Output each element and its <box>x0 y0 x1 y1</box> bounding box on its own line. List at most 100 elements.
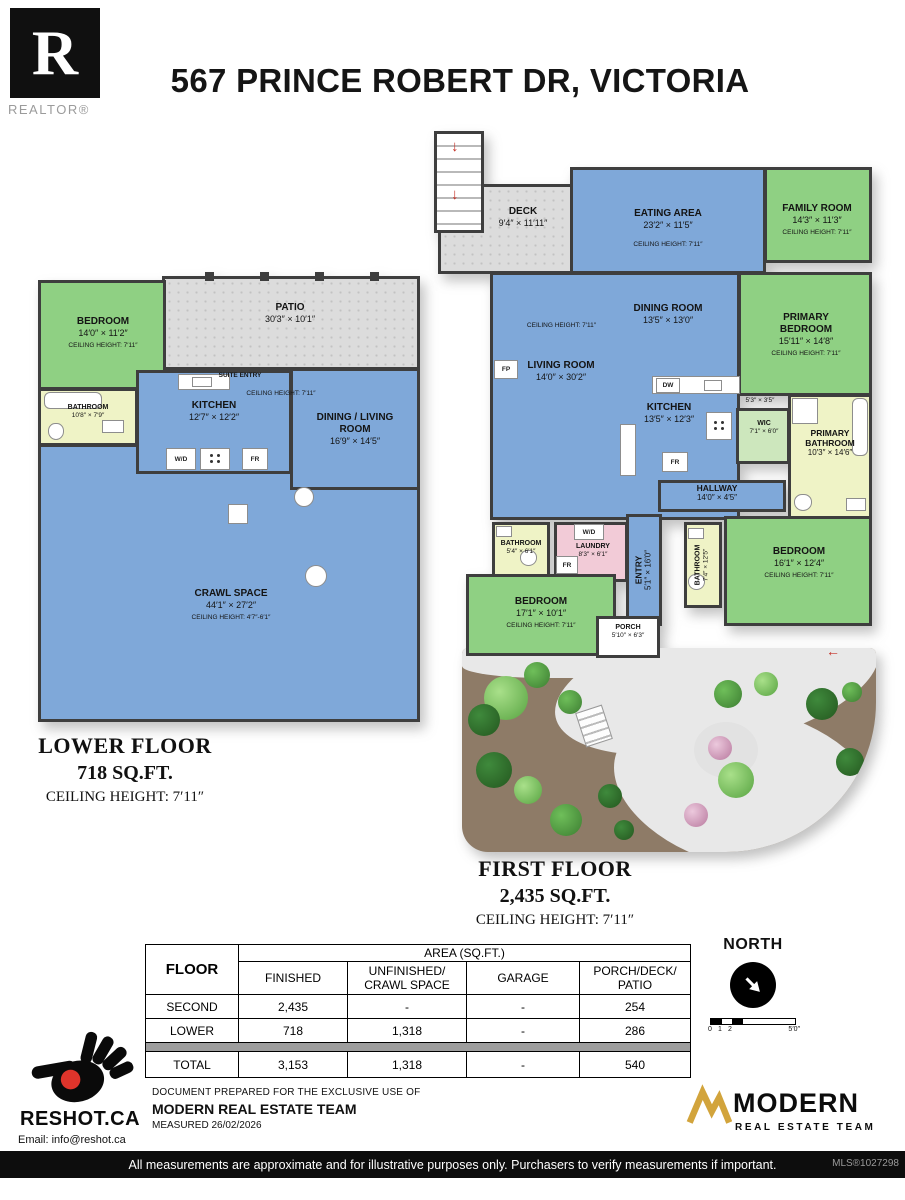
room-name: FAMILY ROOM <box>782 203 852 214</box>
lower-dining-living-room <box>290 368 420 490</box>
patio-post <box>370 272 379 281</box>
realtor-logo-letter: R <box>31 17 79 88</box>
porch-label: PORCH 5′10″ × 6′3″ <box>598 624 658 641</box>
room-dims: 15′11″ × 14′8″ <box>778 336 834 346</box>
plant <box>524 662 550 688</box>
disclaimer-bar: All measurements are approximate and for… <box>0 1151 905 1178</box>
room-ceiling: CEILING HEIGHT: 7′11″ <box>764 571 834 579</box>
hallway-room <box>658 480 786 512</box>
room-dims: 23′2″ × 11′5″ <box>643 220 693 230</box>
north-arrow-icon <box>745 977 760 992</box>
reshot-name: RESHOT.CA <box>20 1108 141 1130</box>
room-dims: 10′8″ × 7′9″ <box>71 412 105 420</box>
bathtub-icon <box>44 392 102 409</box>
room-dims: 5′1″ × 16′0″ <box>643 549 653 591</box>
bedroom-front-room <box>466 574 616 656</box>
living-ceiling-label: CEILING HEIGHT: 7′11″ <box>526 322 597 329</box>
washer-dryer-icon: W/D <box>574 524 604 540</box>
bathroom-sink-icon <box>496 526 512 537</box>
room-name: BATHROOM <box>67 404 109 411</box>
realtor-logo: R <box>10 8 100 98</box>
kitchen-sink-icon <box>192 377 212 387</box>
fridge-icon: FR <box>556 556 578 574</box>
entry-label: ENTRY 5′1″ × 16′0″ <box>634 515 655 625</box>
family-room-label: FAMILY ROOM 14′3″ × 11′3″ CEILING HEIGHT… <box>760 203 874 237</box>
kitchen-label: KITCHEN 13′5″ × 12′3″ <box>614 402 724 426</box>
deck-label: DECK 9′4″ × 11′11″ <box>468 206 578 230</box>
table-col-unfinished: UNFINISHED/ CRAWL SPACE <box>347 961 467 995</box>
stove-icon <box>706 412 732 440</box>
plant <box>558 690 582 714</box>
entry-room <box>626 514 662 626</box>
living-dining-kitchen-room <box>490 272 740 520</box>
room-name: PORCH <box>615 624 641 631</box>
plant <box>842 682 862 702</box>
main-bathroom-label: BATHROOM 5′4″ × 6′1″ <box>492 540 550 557</box>
separator-band <box>145 1042 691 1052</box>
room-name: HALLWAY <box>696 483 738 493</box>
dishwasher-icon: DW <box>656 378 680 393</box>
room-name: BEDROOM <box>514 596 568 607</box>
driveway-arrow-icon: ← <box>826 643 840 659</box>
table-col-garage: GARAGE <box>466 961 580 995</box>
lower-bedroom-label: BEDROOM 14′0″ × 11′2″ CEILING HEIGHT: 7′… <box>50 316 156 350</box>
bedroom-front-label: BEDROOM 17′1″ × 10′1″ CEILING HEIGHT: 7′… <box>478 596 604 630</box>
room-name: BEDROOM <box>772 546 826 557</box>
scale-tick: 5′0″ <box>788 1026 800 1033</box>
plant <box>848 800 872 824</box>
suite-entry-label: SUITE ENTRY <box>218 372 262 379</box>
plant <box>598 784 622 808</box>
scale-tick: 2 <box>728 1026 732 1033</box>
stove-burners-icon <box>713 421 725 431</box>
plant <box>718 762 754 798</box>
room-dims: 7′4″ × 12′5″ <box>702 548 710 582</box>
fireplace-icon: FP <box>494 360 518 379</box>
room-dims: 12′7″ × 12′2″ <box>188 412 240 422</box>
mls-number: MLS®1027298 <box>832 1158 899 1169</box>
living-room-label: LIVING ROOM 14′0″ × 30′2″ <box>506 360 616 384</box>
first-floor-title: FIRST FLOOR 2,435 SQ.FT. CEILING HEIGHT:… <box>425 856 685 929</box>
toilet-icon <box>688 574 705 590</box>
laundry-label: LAUNDRY 8′3″ × 6′1″ <box>558 543 628 560</box>
row-floor: LOWER <box>145 1018 239 1043</box>
lower-kitchen-label: KITCHEN 12′7″ × 12′2″ <box>158 400 270 424</box>
flower-plant <box>684 803 708 827</box>
lower-bathroom-label: BATHROOM 10′8″ × 7′9″ <box>40 404 136 421</box>
stove-icon <box>200 448 230 470</box>
primary-bathroom-label: PRIMARY BATHROOM 10′3″ × 14′6″ <box>790 428 870 459</box>
crawl-space-room <box>38 444 420 722</box>
prepared-line1: DOCUMENT PREPARED FOR THE EXCLUSIVE USE … <box>152 1087 421 1098</box>
primary-bedroom-room <box>738 272 872 396</box>
stairs <box>434 131 484 233</box>
fridge-icon: FR <box>662 452 688 472</box>
bathtub-icon <box>852 398 868 456</box>
stove-burners-icon <box>209 454 221 464</box>
modern-subtitle: REAL ESTATE TEAM <box>735 1122 876 1133</box>
row-garage: - <box>466 1018 580 1043</box>
patio-label: PATIO 30′3″ × 10′1″ <box>230 302 350 326</box>
hall-bathroom-label: BATHROOM 7′4″ × 12′5″ <box>695 523 712 607</box>
room-dims: 5′4″ × 6′1″ <box>506 548 536 556</box>
total-floor: TOTAL <box>145 1051 239 1078</box>
room-dims: 9′4″ × 11′11″ <box>498 218 548 228</box>
hand-icon <box>31 1031 134 1103</box>
patio-post <box>260 272 269 281</box>
toilet-icon <box>48 423 64 440</box>
room-name: PRIMARY BEDROOM <box>779 312 833 335</box>
reshot-email: Email: info@reshot.ca <box>18 1134 126 1146</box>
table-area-header: AREA (SQ.FT.) <box>238 944 691 962</box>
plant <box>614 820 634 840</box>
room-name: WIC <box>757 420 771 427</box>
prepared-block: DOCUMENT PREPARED FOR THE EXCLUSIVE USE … <box>152 1087 420 1131</box>
bathroom-sink-icon <box>102 420 124 433</box>
room-dims: 14′0″ × 30′2″ <box>535 372 587 382</box>
room-dims: 16′1″ × 12′4″ <box>773 558 825 568</box>
support-post-icon <box>294 487 314 507</box>
room-dims: 14′0″ × 11′2″ <box>78 328 128 338</box>
table-col-porch: PORCH/DECK/ PATIO <box>579 961 691 995</box>
crawl-space-label: CRAWL SPACE 44′1″ × 27′2″ CEILING HEIGHT… <box>155 588 307 622</box>
row-porch: 286 <box>579 1018 691 1043</box>
room-dims: 8′3″ × 6′1″ <box>578 551 608 559</box>
room-dims: 17′1″ × 10′1″ <box>515 608 567 618</box>
